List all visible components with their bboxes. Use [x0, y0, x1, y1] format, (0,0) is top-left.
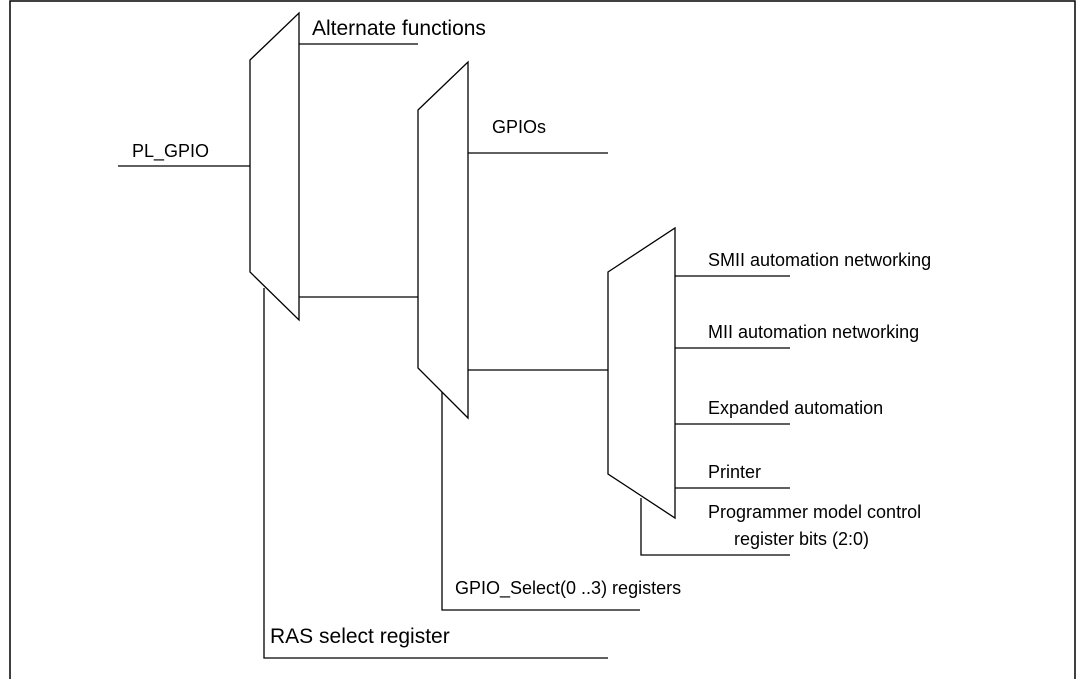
pl-gpio-label: PL_GPIO [132, 141, 209, 162]
ras-multiplexer [249, 11, 300, 322]
smii-label: SMII automation networking [708, 250, 931, 270]
gpios-label: GPIOs [492, 117, 546, 137]
printer-label: Printer [708, 462, 761, 482]
ras-select-line [263, 288, 608, 659]
ras-select-label: RAS select register [270, 625, 450, 648]
expanded-label: Expanded automation [708, 398, 883, 418]
diagram-frame [9, 0, 1076, 679]
gpio-select-multiplexer [417, 60, 469, 420]
programmer-label-line2: register bits (2:0) [734, 529, 869, 549]
mii-label: MII automation networking [708, 322, 919, 342]
programmer-label-line1: Programmer model control [708, 502, 921, 522]
programmer-model-multiplexer [607, 226, 676, 520]
programmer-select-line [640, 498, 790, 556]
gpio-select-label: GPIO_Select(0 ..3) registers [455, 578, 681, 599]
alternate-functions-label: Alternate functions [312, 17, 486, 40]
gpio-select-line [441, 392, 640, 611]
